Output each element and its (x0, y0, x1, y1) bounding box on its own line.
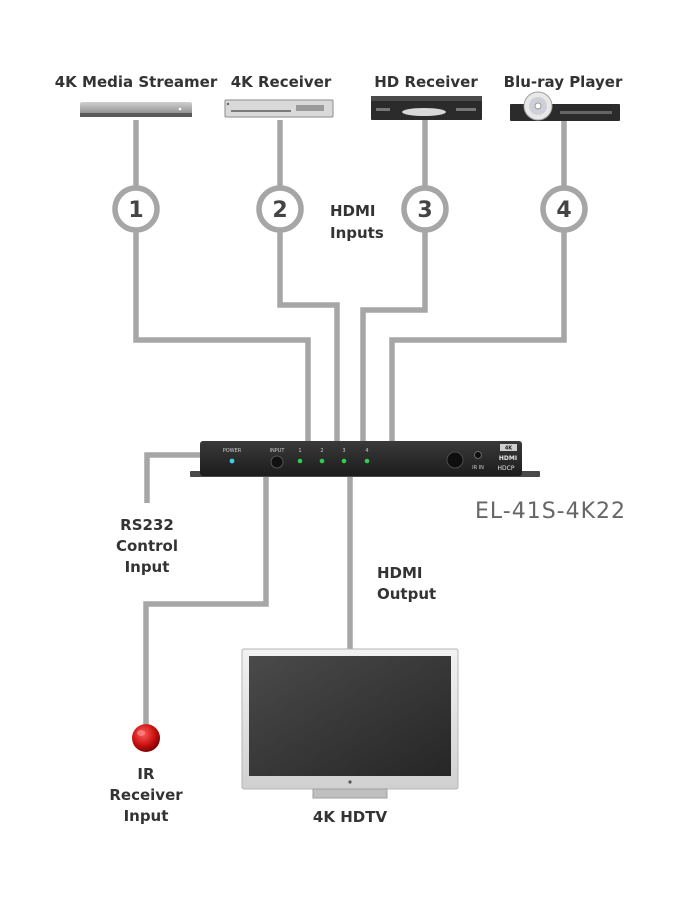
badge-4k (500, 444, 517, 451)
source-label-3: HD Receiver (374, 73, 478, 91)
badge-4k-text: 4K (505, 446, 513, 452)
tv-label: 4K HDTV (313, 808, 388, 826)
rs232-label-line1: RS232 (120, 516, 174, 534)
input-number-1: 1 (128, 198, 143, 223)
power-label: POWER (223, 448, 242, 454)
input-number-4: 4 (556, 198, 571, 223)
source-label-1: 4K Media Streamer (55, 73, 218, 91)
ir-jack-icon (474, 451, 482, 459)
ir-window-icon (446, 451, 464, 469)
ir-receiver-label-line3: Input (124, 807, 169, 825)
cable-rs232 (144, 452, 204, 503)
input-button-label: INPUT (270, 448, 286, 454)
led-label-2: 2 (320, 448, 323, 454)
input-led-3-icon (341, 458, 347, 464)
rs232-label-line3: Input (125, 558, 170, 576)
badge-hdmi: HDMI (499, 455, 517, 462)
badge-hdcp: HDCP (498, 465, 515, 472)
device-model-name: EL-41S-4K22 (475, 499, 626, 524)
led-label-3: 3 (342, 448, 345, 454)
media-streamer-icon (80, 102, 192, 117)
rs232-label-line2: Control (116, 537, 178, 555)
tv-icon (241, 648, 459, 799)
source-label-4: Blu-ray Player (504, 73, 623, 91)
hd-receiver-icon (371, 96, 482, 120)
input-badge-1: 1 (112, 185, 160, 233)
hdmi-output-label-line1: HDMI (377, 564, 423, 582)
input-badge-3: 3 (401, 185, 449, 233)
ir-receiver-label-line2: Receiver (109, 786, 183, 804)
input-select-button[interactable] (270, 455, 284, 469)
receiver-icon (224, 99, 334, 118)
hdmi-output-label-line2: Output (377, 585, 436, 603)
input-led-1-icon (297, 458, 303, 464)
switcher-device: POWER INPUT 1 2 3 4 IR IN 4K HDMI HDCP (190, 441, 540, 477)
input-led-4-icon (364, 458, 370, 464)
cable-ir (143, 476, 269, 724)
led-label-1: 1 (298, 448, 301, 454)
led-label-4: 4 (365, 448, 368, 454)
input-badge-4: 4 (540, 185, 588, 233)
input-badge-2: 2 (256, 185, 304, 233)
input-number-2: 2 (272, 198, 287, 223)
power-led-icon (229, 458, 235, 464)
input-led-2-icon (319, 458, 325, 464)
ir-in-label: IR IN (472, 465, 484, 471)
bluray-player-icon (510, 91, 620, 121)
source-label-2: 4K Receiver (231, 73, 332, 91)
hdmi-inputs-label-line2: Inputs (330, 224, 384, 242)
hdmi-inputs-label-line1: HDMI (330, 202, 376, 220)
input-number-3: 3 (417, 198, 432, 223)
ir-receiver-label-line1: IR (137, 765, 155, 783)
ir-receiver-icon (132, 724, 160, 752)
cable-source-4 (389, 120, 567, 445)
